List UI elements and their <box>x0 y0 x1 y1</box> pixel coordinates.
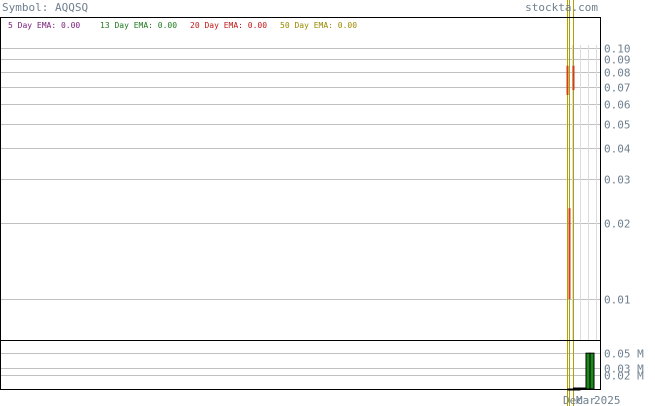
ema13-legend: 13 Day EMA: 0.00 <box>100 21 177 30</box>
price-tick-label: 0.06 <box>604 99 631 112</box>
volume-bar <box>589 352 595 390</box>
volume-tick-label: 0.05 M <box>604 348 644 361</box>
price-candles <box>566 0 575 406</box>
ema5-legend: 5 Day EMA: 0.00 <box>8 21 80 30</box>
volume-tick-label: 0.03 M <box>604 363 644 376</box>
price-tick-label: 0.05 <box>604 119 631 132</box>
symbol-label: Symbol: AQQSQ <box>2 1 88 14</box>
volume-gridlines <box>1 353 600 376</box>
price-tick-label: 0.03 <box>604 174 631 187</box>
ema20-legend: 20 Day EMA: 0.00 <box>190 21 267 30</box>
site-brand[interactable]: stockta.com <box>525 1 598 14</box>
x-tick-label: 2025 <box>594 394 621 406</box>
ema50-legend: 50 Day EMA: 0.00 <box>280 21 357 30</box>
x-tick-label: Mar <box>576 394 596 406</box>
volume-axis-ticks: 0.02 M0.03 M 0.05 M <box>604 348 644 383</box>
price-axis-ticks: 0.01 0.02 0.03 0.04 0.05 0.06 0.07 0.080.090.10 <box>604 43 631 307</box>
price-tick-label: 0.09 <box>604 54 631 67</box>
candle-body <box>568 208 571 299</box>
ema-legend: 5 Day EMA: 0.00 13 Day EMA: 0.00 20 Day … <box>8 21 357 30</box>
candle-body <box>572 65 575 91</box>
volume-panel-frame <box>0 340 601 390</box>
volume-tick-label: 0.02 M <box>604 370 644 383</box>
price-gridlines <box>1 45 600 340</box>
volume-bar <box>585 352 591 390</box>
price-tick-label: 0.10 <box>604 43 631 56</box>
price-tick-label: 0.01 <box>604 294 631 307</box>
price-tick-label: 0.07 <box>604 82 631 95</box>
volume-bars <box>567 352 595 391</box>
price-tick-label: 0.04 <box>604 143 631 156</box>
price-tick-label: 0.08 <box>604 67 631 80</box>
x-tick-label: Dec <box>563 394 583 406</box>
price-tick-label: 0.02 <box>604 218 631 231</box>
candle-body <box>566 65 569 95</box>
